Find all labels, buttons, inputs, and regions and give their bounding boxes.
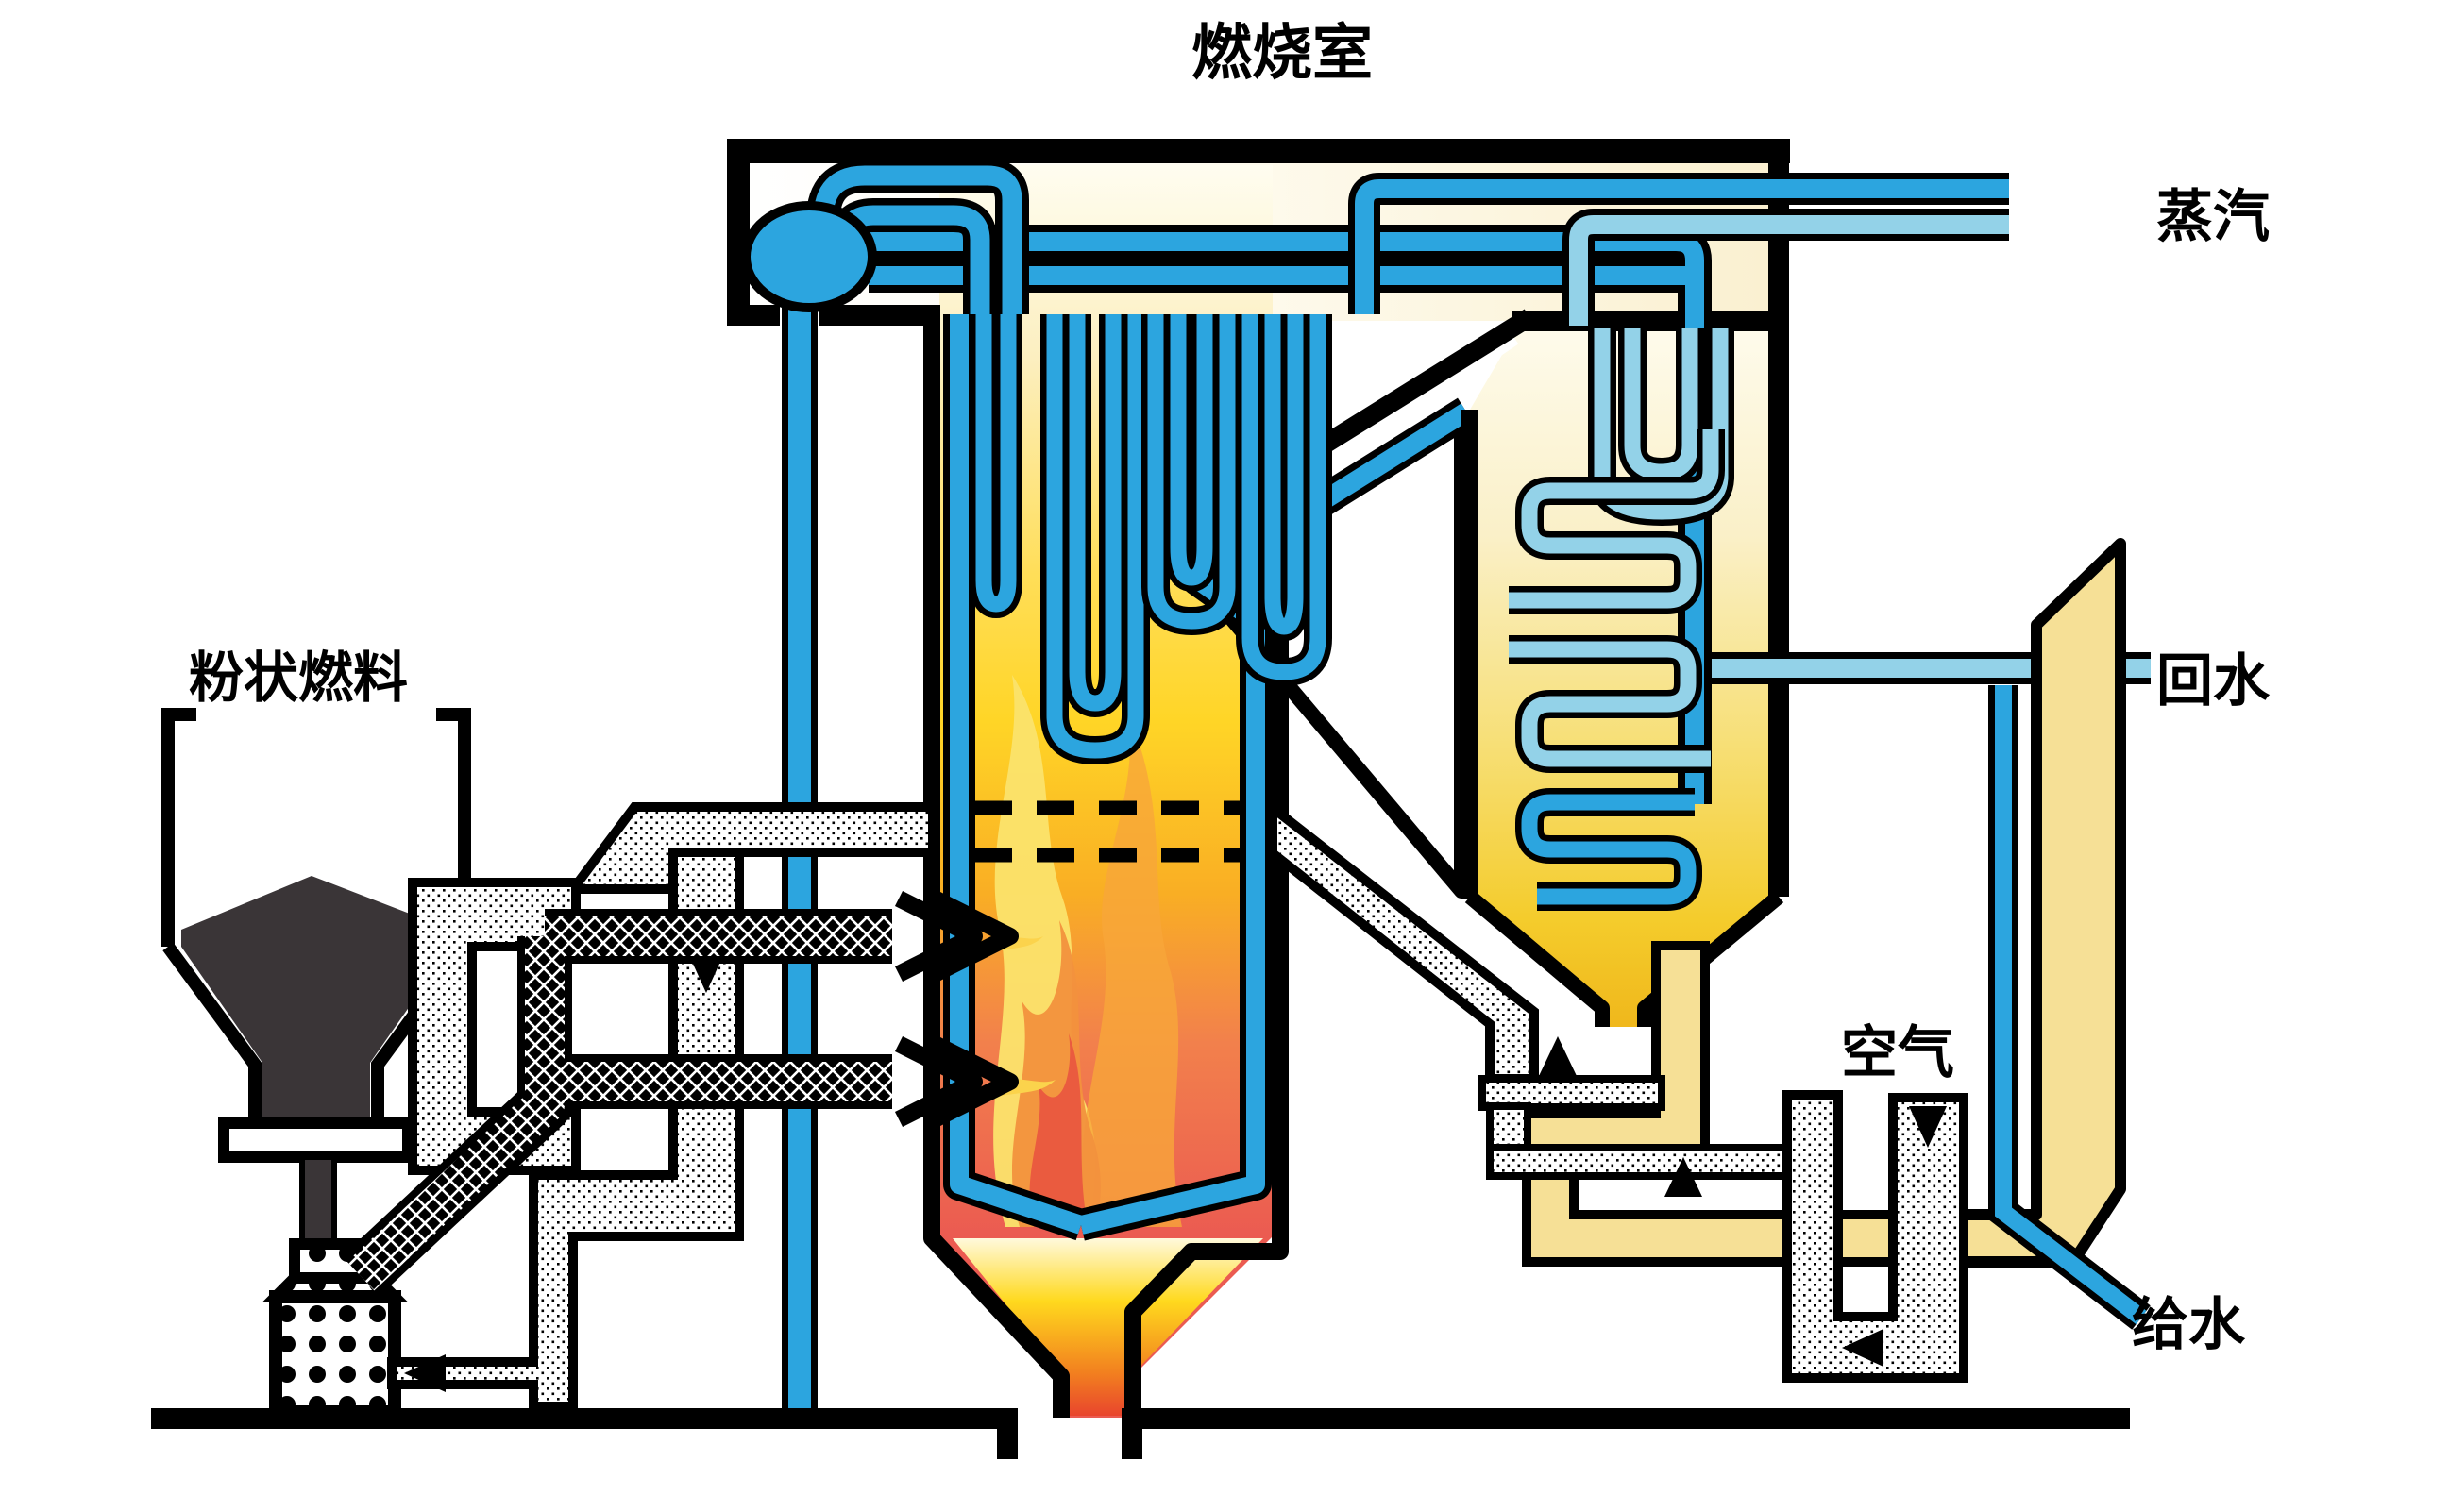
ash-chute-gradient xyxy=(953,1238,1263,1416)
main-steam-pipe xyxy=(1355,179,2009,314)
labels: 燃烧室 蒸汽 回水 空气 给水 粉状燃料 xyxy=(189,19,2271,1356)
return-water-label: 回水 xyxy=(2156,649,2271,713)
air-label: 空气 xyxy=(1841,1021,1954,1084)
left-water-wall-tube xyxy=(950,314,1085,1235)
arrow-down-icon xyxy=(1909,1106,1947,1148)
right-air-ducts xyxy=(1268,798,1968,1383)
steam-label: 蒸汽 xyxy=(2156,185,2270,248)
furnace-right-casing xyxy=(1124,613,1289,1418)
powdered-fuel-label: 粉状燃料 xyxy=(189,647,408,709)
primary-air-duct xyxy=(387,848,744,1411)
mill-body xyxy=(269,1290,401,1419)
combustion-chamber-label: 燃烧室 xyxy=(1191,19,1373,87)
burner-nozzle-lower xyxy=(894,1035,1019,1128)
arrow-left-icon xyxy=(1842,1329,1883,1367)
superheater-u-loop-inner xyxy=(1624,328,1698,480)
casing-outlines xyxy=(727,139,1790,1418)
fuel-pipes xyxy=(342,890,1019,1297)
flame-mid xyxy=(1081,717,1182,1227)
back-pass-hopper xyxy=(1464,890,1784,1027)
steam-drum xyxy=(741,201,877,312)
steam-outlet-pipes xyxy=(1348,173,2009,326)
arrow-up-icon xyxy=(1539,1036,1577,1076)
superheater-serpentine-1 xyxy=(1509,429,1719,609)
secondary-air-duct xyxy=(564,802,937,894)
economizer-serpentine xyxy=(1521,794,1697,905)
left-air-ducts xyxy=(387,802,937,1411)
secondary-steam-pipe xyxy=(1569,215,2009,326)
drum-header-pipe-1 xyxy=(869,232,1704,804)
flame-core xyxy=(1029,1033,1088,1227)
air-band-2 xyxy=(1486,1144,1791,1180)
feeder-plate xyxy=(218,1117,414,1163)
ground-line xyxy=(151,1408,2130,1459)
platen-superheater-loops xyxy=(970,314,1332,765)
air-inlet-duct xyxy=(1782,1090,1968,1383)
feeder-stem xyxy=(299,1154,337,1254)
furnace-left-casing xyxy=(923,314,1070,1418)
superheater-serpentine-2 xyxy=(1509,641,1711,767)
feed-water-label: 给水 xyxy=(2132,1293,2246,1356)
arrow-left-icon xyxy=(404,1354,446,1392)
burner-nozzle-upper xyxy=(894,890,1019,983)
fuel-pipe-riser xyxy=(346,936,565,1291)
powdered-fuel-pile xyxy=(181,876,451,1125)
drum-riser-outer xyxy=(813,165,1022,314)
bin-wall-tops xyxy=(161,708,471,947)
arrow-up-icon xyxy=(1664,1157,1702,1197)
overfire-air-level-dashes xyxy=(974,800,1244,863)
feed-water-pipe xyxy=(1988,685,2151,1330)
